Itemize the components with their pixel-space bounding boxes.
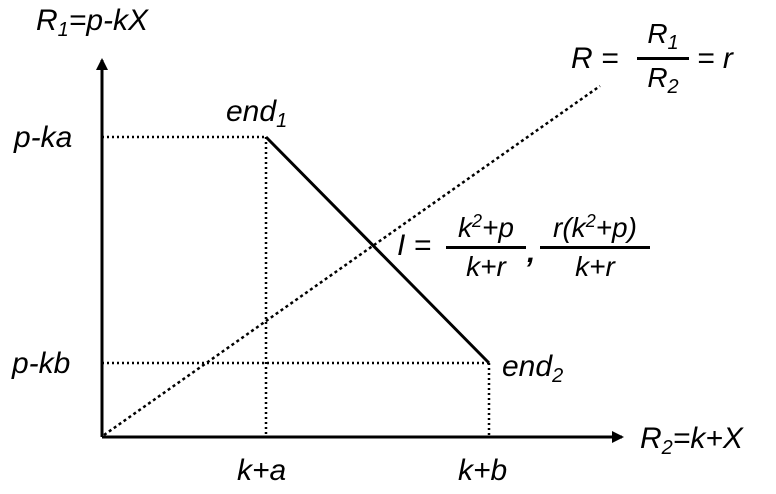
intersection-fraction-1: k2+p k+r <box>446 212 526 281</box>
x-tick-right: k+b <box>458 454 508 487</box>
feasible-segment <box>264 135 491 365</box>
y-tick-lower: p-kb <box>12 347 71 380</box>
endpoint-2-label: end2 <box>502 350 564 387</box>
intersection-lhs: I = <box>397 229 432 262</box>
x-tick-left: k+a <box>237 454 287 487</box>
ratio-line <box>103 84 601 437</box>
ratio-equation-fraction: R1 R2 <box>637 20 689 97</box>
endpoint-1-label: end1 <box>226 95 288 132</box>
intersection-comma: , <box>527 236 536 269</box>
intersection-fraction-2: r(k2+p) k+r <box>540 212 650 281</box>
x-axis-label: R2=k+X <box>640 422 743 459</box>
y-axis-label: R1=p-kX <box>36 4 149 41</box>
ratio-equation-lhs: R = <box>571 42 619 75</box>
ratio-equation-rhs: = r <box>697 42 733 75</box>
y-tick-upper: p-ka <box>14 121 73 154</box>
